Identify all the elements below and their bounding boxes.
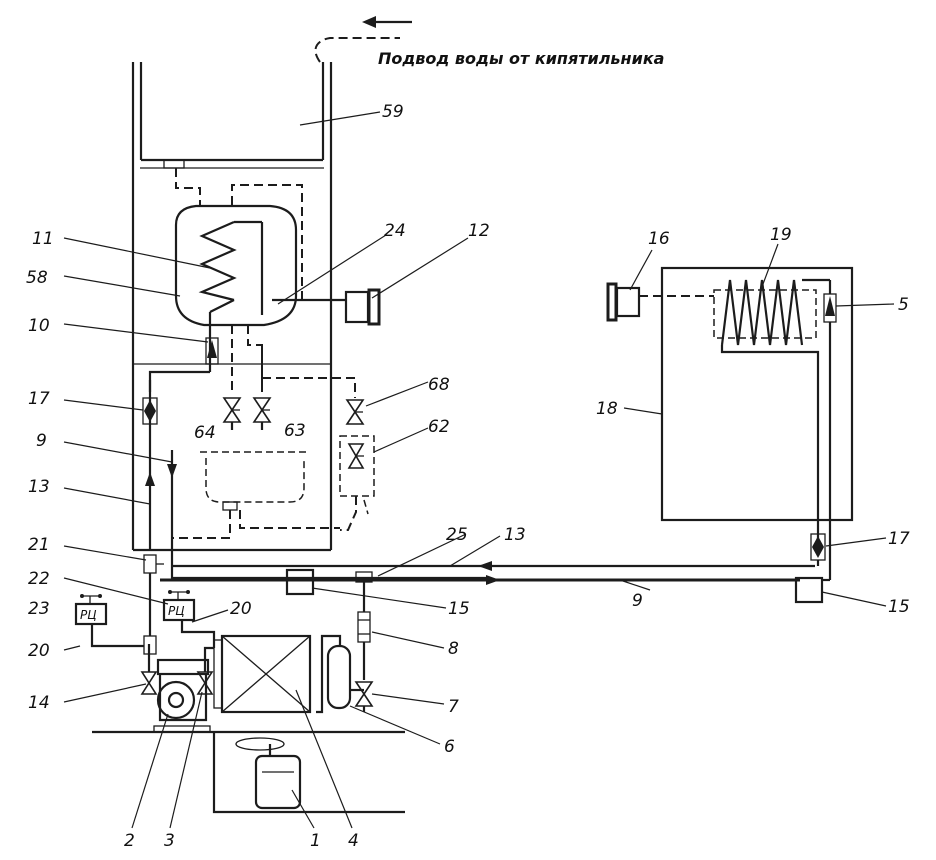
label-11: 11	[32, 229, 54, 249]
tank-59	[139, 62, 381, 169]
thermostat-bulb-5	[823, 280, 837, 580]
svg-text:РЦ: РЦ	[168, 604, 185, 618]
label-1: 1	[310, 831, 321, 851]
label-58: 58	[26, 268, 48, 288]
valve-63	[252, 397, 272, 430]
filter-drier-17-left	[142, 397, 158, 425]
label-15-right: 15	[888, 597, 910, 617]
label-18: 18	[596, 399, 618, 419]
condenser-4	[213, 634, 312, 714]
label-3: 3	[164, 831, 175, 851]
label-24: 24	[384, 221, 406, 241]
solenoid-valve-15-right	[794, 576, 824, 604]
refrigerated-chamber-18	[660, 266, 854, 522]
label-64: 64	[194, 423, 216, 443]
label-17-left: 17	[28, 389, 50, 409]
compressor-2	[153, 658, 211, 733]
label-8: 8	[448, 639, 459, 659]
label-2: 2	[124, 831, 135, 851]
condenser-fan-motor-1	[235, 737, 302, 810]
label-10: 10	[28, 316, 50, 336]
pressure-relay-22: РЦ	[162, 590, 216, 648]
label-21: 21	[28, 535, 50, 555]
thermometer-12	[344, 288, 381, 326]
thermostat-bulb-10	[205, 337, 219, 365]
label-4: 4	[348, 831, 359, 851]
thermometer-16	[606, 282, 714, 322]
label-7: 7	[448, 697, 459, 717]
label-15-left: 15	[448, 599, 470, 619]
label-17-right: 17	[888, 529, 910, 549]
filter-drier-17-right	[810, 533, 826, 561]
label-59: 59	[382, 102, 404, 122]
receiver-6	[316, 634, 364, 714]
water-cooler-58	[174, 204, 298, 372]
sink	[172, 451, 340, 539]
valve-14	[140, 644, 158, 695]
water-supply-caption: Подвод воды от кипятильника	[378, 49, 664, 68]
valve-64	[222, 397, 242, 430]
label-9-left: 9	[36, 431, 47, 451]
valve-68	[345, 399, 365, 425]
cabinet	[131, 62, 333, 552]
water-supply-inlet: Подвод воды от кипятильника	[314, 16, 664, 68]
label-62: 62	[428, 417, 450, 437]
valve-62	[339, 435, 375, 531]
pressure-relay-23: РЦ	[74, 594, 144, 648]
svg-text:РЦ: РЦ	[80, 608, 97, 622]
solenoid-valve-15-left	[285, 568, 315, 596]
label-63: 63	[284, 421, 306, 441]
filter-8	[357, 605, 371, 680]
label-13-right: 13	[504, 525, 526, 545]
valve-3	[196, 646, 214, 695]
label-23: 23	[28, 599, 50, 619]
label-9-right: 9	[632, 591, 643, 611]
evaporator-19	[713, 278, 830, 540]
tee-21	[143, 554, 164, 574]
label-6: 6	[444, 737, 455, 757]
label-22: 22	[28, 569, 50, 589]
label-14: 14	[28, 693, 50, 713]
tee-25	[355, 571, 373, 605]
label-20-left: 20	[28, 641, 50, 661]
label-13-left: 13	[28, 477, 50, 497]
callout-numbers: 59 11 58 10 24 12 17 9 13 64 63 68 62 21…	[26, 102, 910, 851]
label-12: 12	[468, 221, 490, 241]
label-19: 19	[770, 225, 792, 245]
leader-lines	[63, 234, 895, 829]
label-68: 68	[428, 375, 450, 395]
label-25: 25	[446, 525, 468, 545]
valve-7	[354, 681, 374, 712]
label-16: 16	[648, 229, 670, 249]
label-20-right: 20	[230, 599, 252, 619]
label-5: 5	[898, 295, 909, 315]
